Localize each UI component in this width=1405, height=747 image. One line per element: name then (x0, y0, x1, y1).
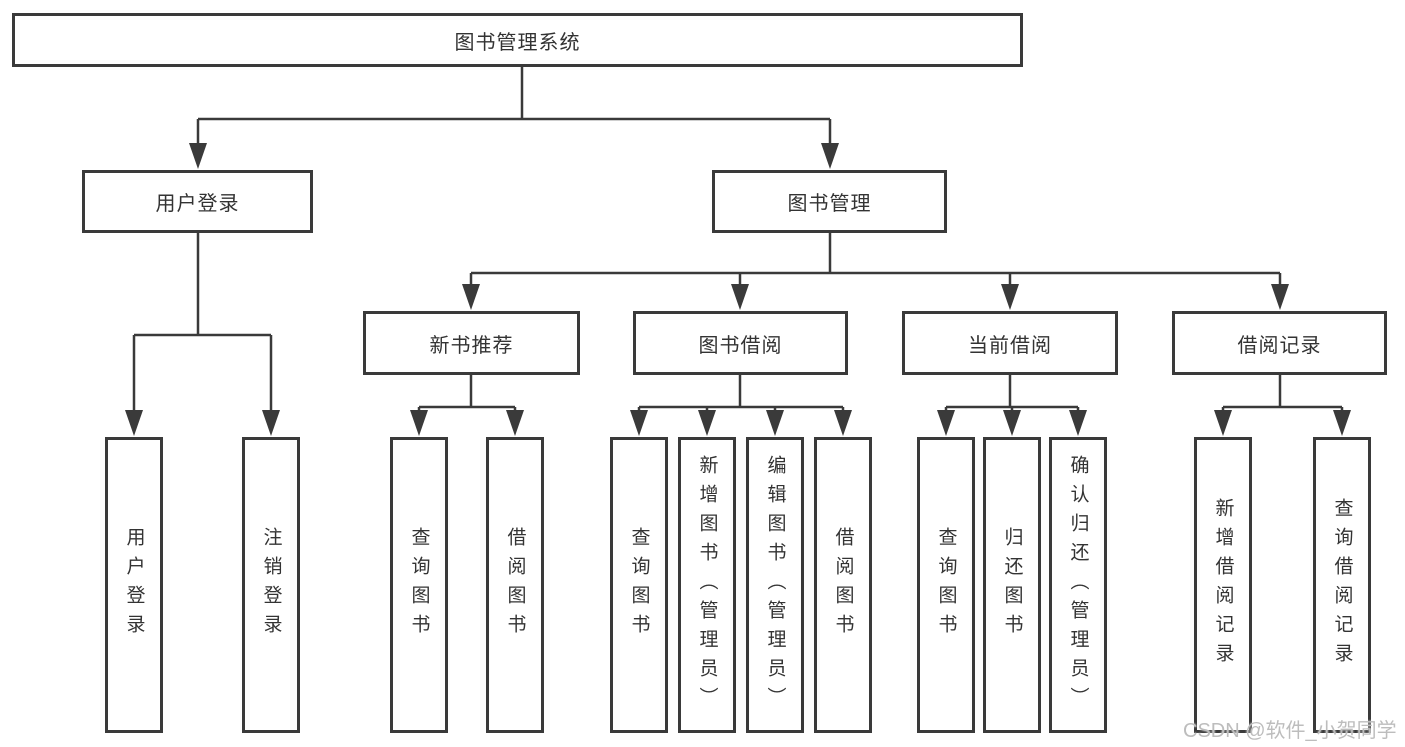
leaf-br-add-record-label: 新增借阅记录 (1212, 498, 1234, 672)
node-current-borrowing: 当前借阅 (902, 311, 1118, 375)
leaf-bb-borrow-books-label: 借阅图书 (832, 527, 854, 643)
leaf-br-query-record: 查询借阅记录 (1313, 437, 1371, 733)
node-book-borrowing-label: 图书借阅 (698, 334, 783, 357)
leaf-br-query-record-label: 查询借阅记录 (1331, 498, 1353, 672)
leaf-user-login: 用户登录 (105, 437, 163, 733)
node-user-login: 用户登录 (82, 170, 313, 233)
node-book-borrowing: 图书借阅 (633, 311, 848, 375)
leaf-logout-label: 注销登录 (260, 527, 282, 643)
node-new-book-recommend: 新书推荐 (363, 311, 580, 375)
leaf-bb-add-books-label: 新增图书（管理员） (696, 454, 718, 716)
leaf-rec-borrow-books: 借阅图书 (486, 437, 544, 733)
leaf-user-login-label: 用户登录 (123, 527, 145, 643)
node-book-management-label: 图书管理 (787, 193, 872, 215)
node-current-borrowing-label: 当前借阅 (968, 334, 1052, 357)
leaf-bb-edit-books-label: 编辑图书（管理员） (764, 454, 786, 716)
leaf-logout: 注销登录 (242, 437, 300, 733)
leaf-bb-query-books-label: 查询图书 (628, 527, 650, 643)
node-root: 图书管理系统 (12, 13, 1023, 67)
node-new-book-recommend-label: 新书推荐 (429, 334, 514, 357)
leaf-cb-query-books-label: 查询图书 (935, 527, 957, 643)
leaf-bb-borrow-books: 借阅图书 (814, 437, 872, 733)
node-root-label: 图书管理系统 (454, 31, 581, 54)
arrowheads (125, 143, 1351, 436)
leaf-cb-return-books-label: 归还图书 (1001, 527, 1023, 643)
leaf-cb-query-books: 查询图书 (917, 437, 975, 733)
leaf-bb-edit-books: 编辑图书（管理员） (746, 437, 804, 733)
csdn-watermark: CSDN @软件_小贺同学 (1183, 720, 1397, 742)
node-user-login-label: 用户登录 (155, 193, 240, 215)
leaf-cb-return-books: 归还图书 (983, 437, 1041, 733)
node-borrowing-records: 借阅记录 (1172, 311, 1387, 375)
leaf-bb-query-books: 查询图书 (610, 437, 668, 733)
leaf-rec-borrow-books-label: 借阅图书 (504, 527, 526, 643)
leaf-br-add-record: 新增借阅记录 (1194, 437, 1252, 733)
leaf-cb-confirm-return: 确认归还（管理员） (1049, 437, 1107, 733)
leaf-bb-add-books: 新增图书（管理员） (678, 437, 736, 733)
leaf-cb-confirm-return-label: 确认归还（管理员） (1067, 454, 1089, 716)
node-borrowing-records-label: 借阅记录 (1237, 334, 1322, 357)
leaf-rec-query-books: 查询图书 (390, 437, 448, 733)
node-book-management: 图书管理 (712, 170, 947, 233)
leaf-rec-query-books-label: 查询图书 (408, 527, 430, 643)
